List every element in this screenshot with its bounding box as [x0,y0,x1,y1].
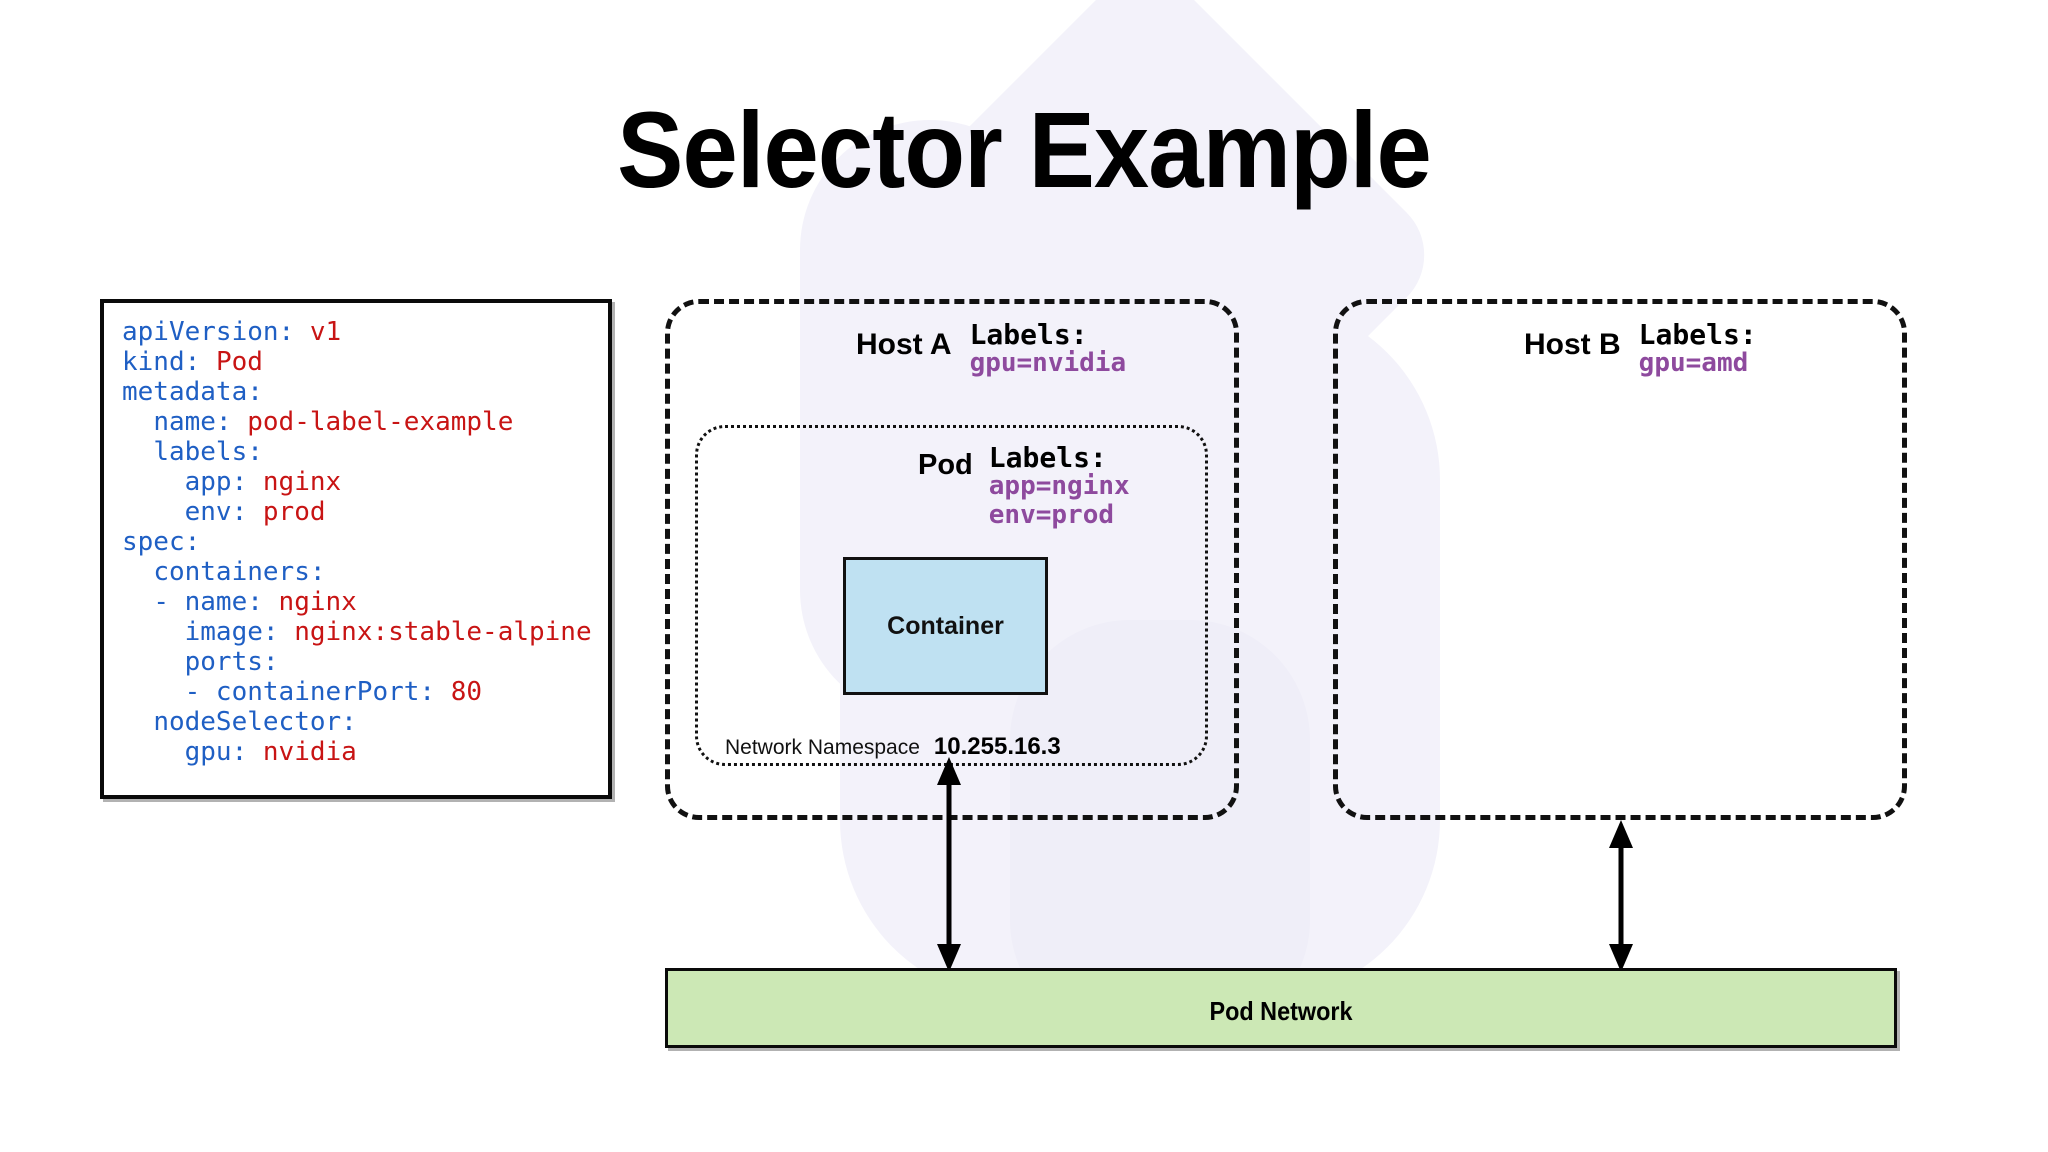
yaml-line: gpu: nvidia [122,737,592,767]
yaml-key: nodeSelector: [153,707,357,737]
yaml-key: apiVersion: [122,317,295,347]
yaml-value: nginx:stable-alpine [294,617,592,647]
yaml-value: 80 [450,677,483,707]
yaml-key: app: [184,467,248,497]
yaml-line: ports: [122,647,592,677]
pod-to-network-arrow [932,757,966,972]
yaml-key: gpu: [184,737,248,767]
network-namespace-ip: 10.255.16.3 [933,733,1061,760]
yaml-line: - containerPort: 80 [122,677,592,707]
host-a-name: Host A [856,328,952,361]
host-b-name: Host B [1524,328,1621,361]
host-a-label-0: gpu=nvidia [969,348,1127,378]
yaml-key: - containerPort: [184,677,436,707]
yaml-line: apiVersion: v1 [122,317,592,347]
pod-network-bar: Pod Network [665,968,1897,1048]
yaml-key: - name: [153,587,263,617]
hostb-to-network-arrow [1604,820,1638,972]
host-b-labels-title: Labels: [1638,318,1757,351]
yaml-key: spec: [122,527,201,557]
yaml-key: env: [184,497,248,527]
yaml-value: Pod [215,347,263,377]
host-b-header: Host B Labels: gpu=amd [1524,320,1757,378]
yaml-value: prod [262,497,326,527]
network-namespace-row: Network Namespace 10.255.16.3 [725,733,1061,761]
pod-labels-title: Labels: [988,441,1107,474]
yaml-value: nginx [262,467,342,497]
yaml-key: image: [184,617,279,647]
page-title: Selector Example [617,89,1432,210]
yaml-key: metadata: [122,377,263,407]
yaml-value: nginx [278,587,357,617]
yaml-value: nvidia [262,737,357,767]
pod-label-0: app=nginx [988,471,1130,501]
yaml-line: labels: [122,437,592,467]
network-namespace-label: Network Namespace [725,736,920,759]
pod-name: Pod [918,449,973,481]
yaml-line: - name: nginx [122,587,592,617]
host-a-labels: Labels: gpu=nvidia [970,320,1127,378]
yaml-value: v1 [309,317,342,347]
yaml-line: image: nginx:stable-alpine [122,617,592,647]
host-b-label-0: gpu=amd [1638,348,1749,378]
yaml-line: kind: Pod [122,347,592,377]
yaml-line: metadata: [122,377,592,407]
yaml-line: name: pod-label-example [122,407,592,437]
yaml-value: pod-label-example [247,407,514,437]
host-b-box: Host B Labels: gpu=amd [1333,299,1907,820]
yaml-key: ports: [184,647,279,677]
yaml-line: nodeSelector: [122,707,592,737]
yaml-key: labels: [153,437,263,467]
yaml-line: env: prod [122,497,592,527]
pod-network-label: Pod Network [1209,996,1353,1026]
yaml-key: kind: [122,347,201,377]
yaml-line: app: nginx [122,467,592,497]
container-label: Container [887,612,1004,640]
container-box: Container [843,557,1048,695]
host-b-labels: Labels: gpu=amd [1639,320,1757,378]
yaml-key: name: [153,407,232,437]
host-a-header: Host A Labels: gpu=nvidia [856,320,1126,378]
host-a-labels-title: Labels: [969,318,1088,351]
host-a-box: Host A Labels: gpu=nvidia [665,299,1239,820]
pod-header: Pod Labels: app=nginx env=prod [918,443,1130,530]
pod-labels: Labels: app=nginx env=prod [989,443,1130,530]
yaml-key: containers: [153,557,326,587]
yaml-line: spec: [122,527,592,557]
yaml-line: containers: [122,557,592,587]
pod-label-1: env=prod [988,500,1115,530]
